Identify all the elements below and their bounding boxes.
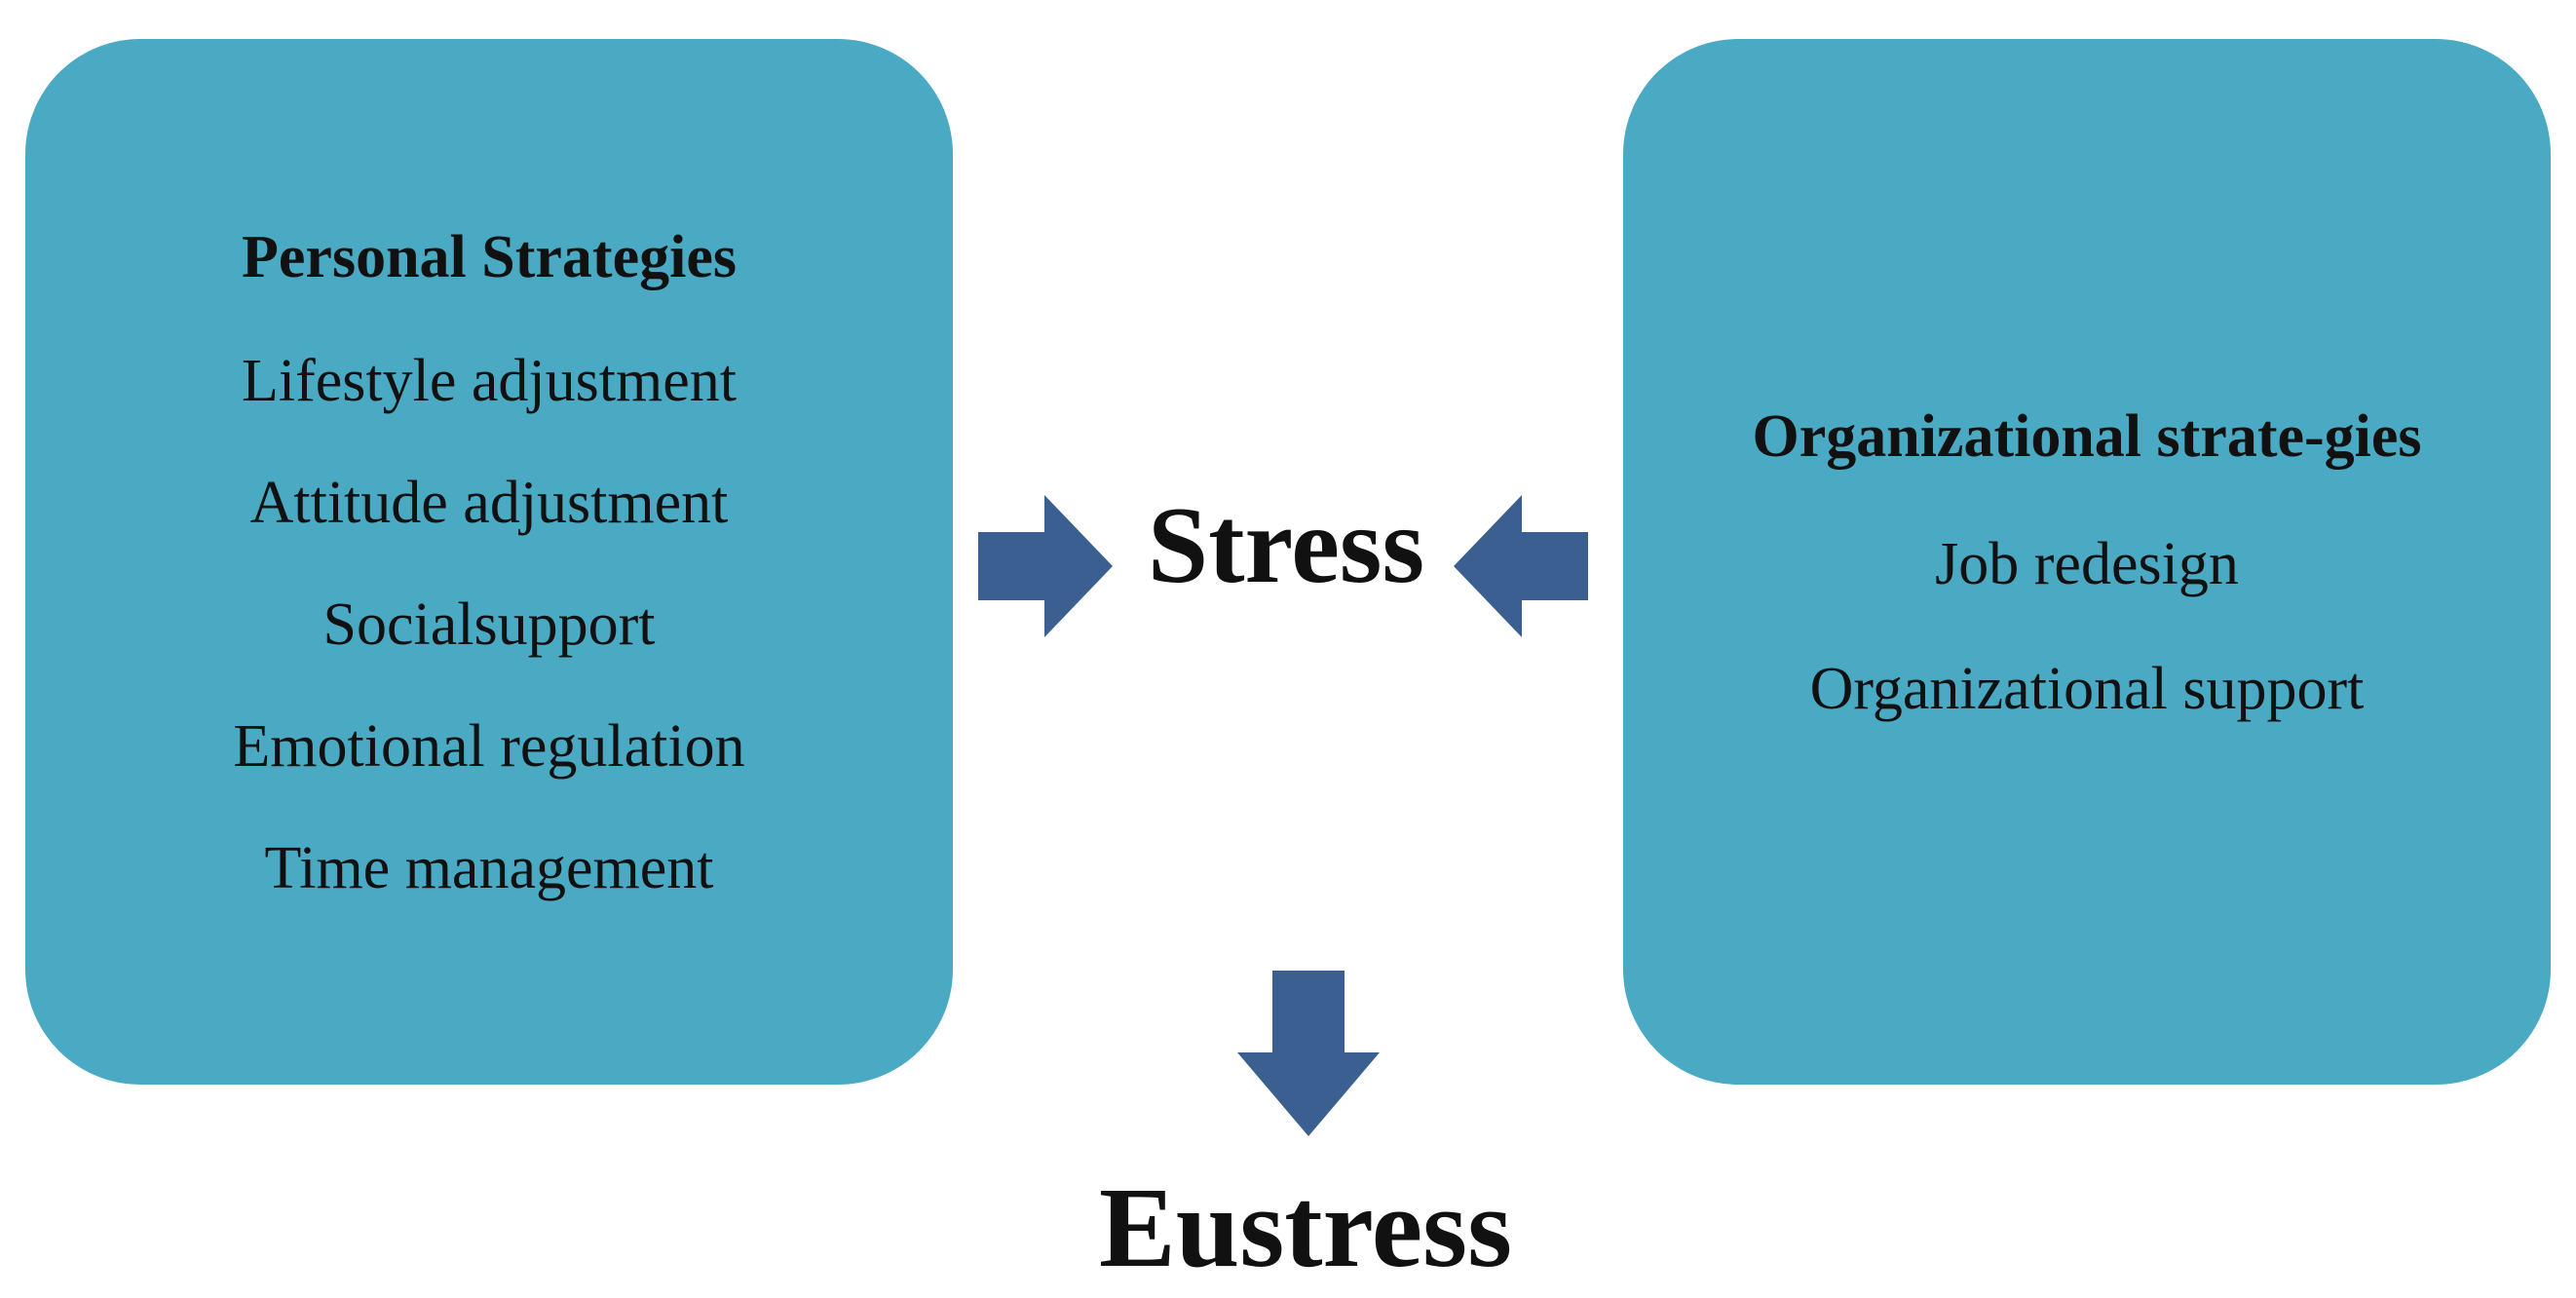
- arrow-right-icon: [978, 495, 1113, 637]
- personal-strategies-title: Personal Strategies: [242, 224, 737, 290]
- personal-strategies-list: Lifestyle adjustment Attitude adjustment…: [233, 321, 744, 930]
- eustress-label: Eustress: [1098, 1164, 1512, 1291]
- organizational-strategy-item: Job redesign: [1935, 531, 2239, 597]
- personal-strategy-item: Time management: [264, 835, 714, 901]
- organizational-strategies-title: Organizational strate-gies: [1752, 403, 2422, 470]
- arrow-down-icon: [1237, 971, 1380, 1136]
- arrow-left-icon: [1454, 495, 1588, 637]
- organizational-strategies-list: Job redesign Organizational support: [1810, 502, 2365, 751]
- personal-strategies-box: Personal Strategies Lifestyle adjustment…: [25, 39, 953, 1085]
- personal-strategy-item: Socialsupport: [322, 592, 656, 658]
- personal-strategy-item: Lifestyle adjustment: [242, 348, 737, 414]
- personal-strategy-item: Emotional regulation: [233, 713, 745, 780]
- organizational-strategy-item: Organizational support: [1809, 656, 2365, 722]
- personal-strategy-item: Attitude adjustment: [249, 470, 729, 536]
- stress-label: Stress: [1147, 485, 1425, 606]
- organizational-strategies-box: Organizational strate-gies Job redesign …: [1623, 39, 2551, 1085]
